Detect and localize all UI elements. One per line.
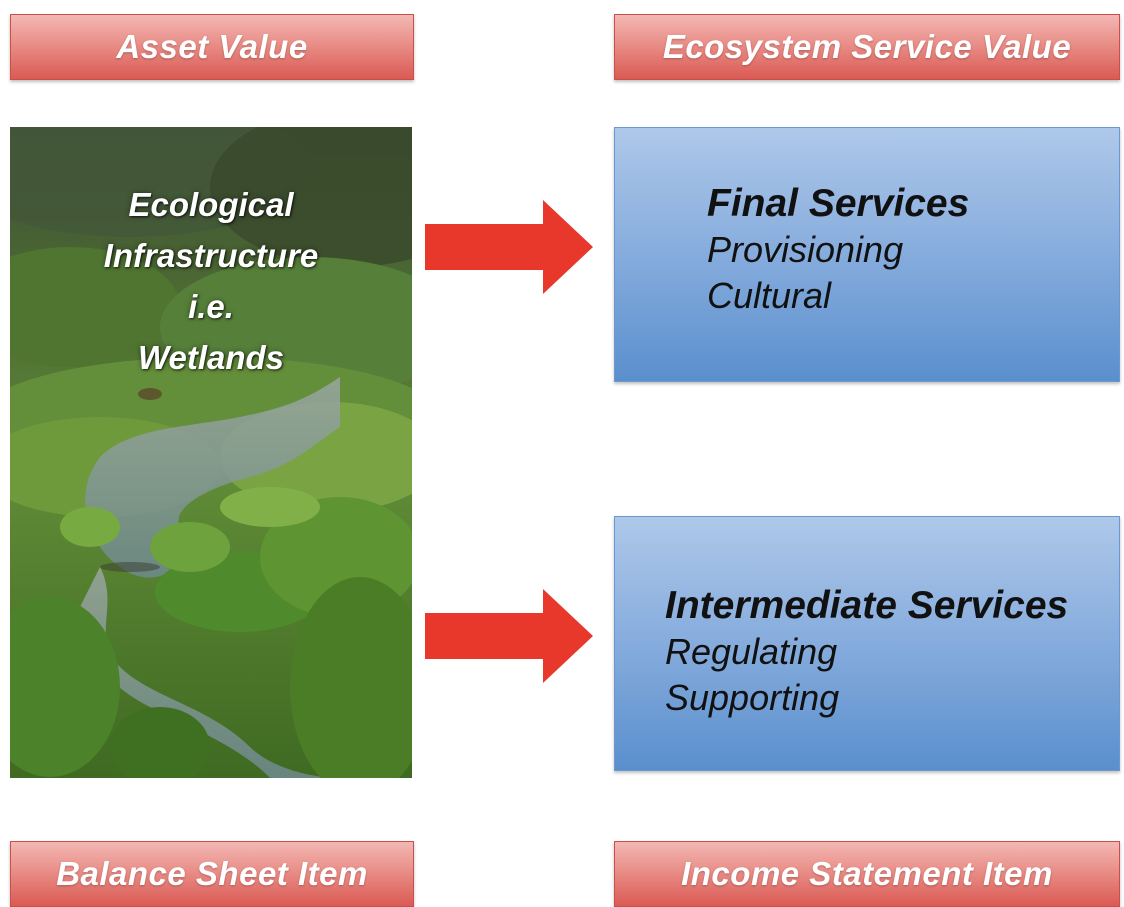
intermediate-services-box: Intermediate Services Regulating Support…	[614, 516, 1120, 771]
wetland-landscape-image	[10, 127, 412, 778]
arrow-to-final-services-icon	[425, 200, 593, 294]
intermediate-services-text: Intermediate Services Regulating Support…	[665, 583, 1068, 721]
intermediate-services-title: Intermediate Services	[665, 584, 1069, 627]
balance-sheet-item-banner: Balance Sheet Item	[10, 841, 414, 907]
intermediate-services-item-regulating: Regulating	[665, 631, 838, 672]
final-services-item-provisioning: Provisioning	[707, 229, 904, 270]
final-services-box: Final Services Provisioning Cultural	[614, 127, 1120, 382]
income-statement-item-banner: Income Statement Item	[614, 841, 1120, 907]
ecosystem-service-value-label: Ecosystem Service Value	[662, 28, 1072, 65]
photo-caption: Ecological Infrastructure i.e. Wetlands	[10, 179, 412, 383]
asset-value-banner: Asset Value	[10, 14, 414, 80]
balance-sheet-item-label: Balance Sheet Item	[56, 855, 368, 892]
intermediate-services-item-supporting: Supporting	[665, 677, 840, 718]
arrow-to-intermediate-services-icon	[425, 589, 593, 683]
caption-line-2: Infrastructure	[103, 237, 319, 274]
ecosystem-service-value-banner: Ecosystem Service Value	[614, 14, 1120, 80]
wetland-photo: Ecological Infrastructure i.e. Wetlands	[10, 127, 412, 778]
asset-value-label: Asset Value	[116, 28, 308, 65]
final-services-item-cultural: Cultural	[707, 275, 832, 316]
income-statement-item-label: Income Statement Item	[681, 855, 1053, 892]
caption-line-3: i.e.	[188, 288, 234, 325]
caption-line-1: Ecological	[128, 186, 294, 223]
caption-line-4: Wetlands	[137, 339, 285, 376]
final-services-text: Final Services Provisioning Cultural	[707, 181, 969, 319]
final-services-title: Final Services	[707, 182, 970, 225]
